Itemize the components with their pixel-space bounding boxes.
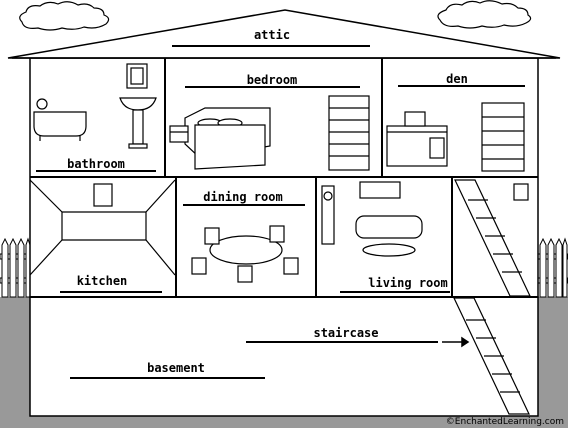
attic-label: attic xyxy=(254,28,290,42)
bathroom-label: bathroom xyxy=(67,157,125,171)
grandfather-clock-icon xyxy=(322,186,334,244)
basement-label: basement xyxy=(147,361,205,375)
den-label: den xyxy=(446,72,468,86)
cloud-right-icon xyxy=(438,1,531,28)
bed-icon xyxy=(185,108,270,169)
kitchen-label: kitchen xyxy=(77,274,128,288)
living-room-label: living room xyxy=(368,276,447,290)
bookshelf-icon xyxy=(482,103,524,171)
dining-room-label: dining room xyxy=(203,190,282,204)
nightstand-icon xyxy=(170,126,188,142)
picture-frame-icon xyxy=(514,184,528,200)
bathroom-mirror-icon xyxy=(127,64,147,88)
bedroom-label: bedroom xyxy=(247,73,298,87)
cloud-left-icon xyxy=(20,2,109,30)
credit-text: ©EnchantedLearning.com xyxy=(446,417,564,427)
fence-left-icon xyxy=(0,239,30,297)
fence-right-icon xyxy=(538,239,568,297)
staircase-label: staircase xyxy=(313,326,378,340)
dresser-icon xyxy=(329,96,369,170)
